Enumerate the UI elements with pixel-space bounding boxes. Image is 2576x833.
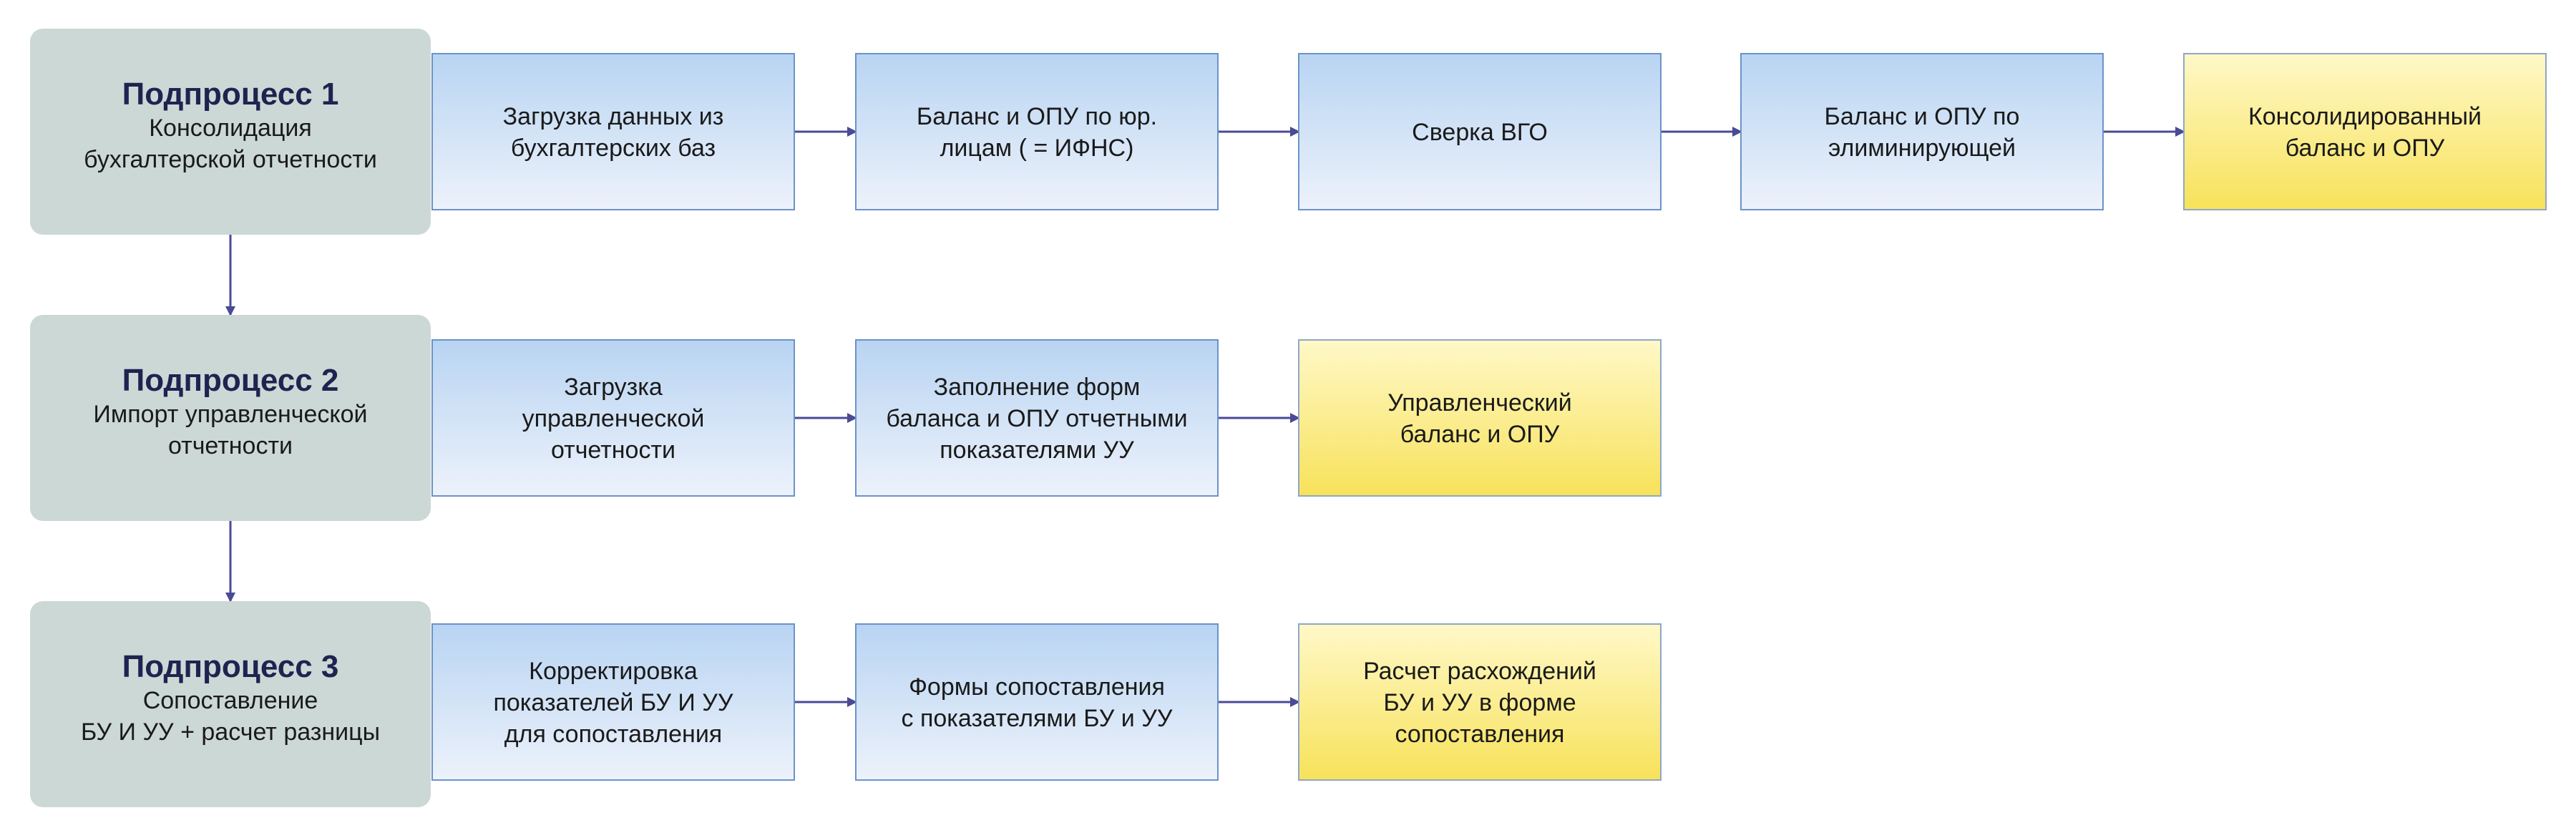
- step-label: Консолидированный: [2248, 103, 2482, 130]
- step-box-shape: [1298, 339, 1662, 497]
- step-box-shape: [431, 623, 795, 781]
- subprocess-3: Подпроцесс 3 Сопоставление БУ И УУ + расче…: [30, 601, 431, 807]
- step-box-shape: [431, 53, 795, 210]
- step-label: показателей БУ И УУ: [493, 689, 733, 716]
- step-label: лицам ( = ИФНС): [940, 135, 1134, 162]
- step-box-3-2: Формы сопоставления с показателями БУ и У…: [855, 623, 1219, 781]
- step-label: Заполнение форм: [934, 374, 1141, 401]
- step-label: отчетности: [551, 437, 675, 464]
- subprocess-description: бухгалтерской отчетности: [84, 146, 377, 173]
- step-label: БУ и УУ в форме: [1383, 689, 1576, 716]
- step-label: баланс и ОПУ: [1400, 421, 1560, 448]
- step-box-shape: [1298, 623, 1662, 781]
- subprocess-2: Подпроцесс 2 Импорт управленческой отчетно…: [30, 315, 431, 521]
- step-label: Управленческий: [1387, 389, 1572, 416]
- step-box-shape: [1298, 53, 1662, 210]
- step-label: с показателями БУ и УУ: [902, 705, 1173, 732]
- step-box-shape: [855, 623, 1219, 781]
- step-label: бухгалтерских баз: [511, 135, 716, 162]
- subprocess-description: Сопоставление: [143, 687, 318, 714]
- step-label: Формы сопоставления: [909, 673, 1165, 701]
- step-box-shape: [1740, 53, 2104, 210]
- subprocess-title: Подпроцесс 1: [122, 77, 339, 112]
- step-label: Загрузка данных из: [503, 103, 724, 130]
- step-box-3-1: Корректировка показателей БУ И УУ для сопо…: [431, 623, 795, 781]
- step-box-2-1: Загрузка управленческой отчетности: [431, 339, 795, 497]
- result-box-2-3: Управленческий баланс и ОПУ: [1298, 339, 1662, 497]
- subprocess-description: Консолидация: [149, 115, 312, 142]
- subprocess-box: [30, 315, 431, 521]
- step-box-shape: [431, 339, 795, 497]
- step-box-1-4: Баланс и ОПУ по элиминирующей: [1740, 53, 2104, 210]
- subprocess-1: Подпроцесс 1 Консолидация бухгалтерской от…: [30, 29, 431, 235]
- subprocess-box: [30, 601, 431, 807]
- step-label: элиминирующей: [1828, 135, 2016, 162]
- step-box-1-1: Загрузка данных из бухгалтерских баз: [431, 53, 795, 210]
- step-box-shape: [855, 339, 1219, 497]
- step-label: Баланс и ОПУ по юр.: [917, 103, 1157, 130]
- subprocess-title: Подпроцесс 3: [122, 649, 339, 684]
- step-label: баланс и ОПУ: [2285, 135, 2445, 162]
- subprocess-description: БУ И УУ + расчет разницы: [81, 718, 380, 746]
- step-box-1-3: Сверка ВГО: [1298, 53, 1662, 210]
- step-label: Баланс и ОПУ по: [1825, 103, 2020, 130]
- result-box-1-5: Консолидированный баланс и ОПУ: [2183, 53, 2547, 210]
- subprocess-description: Импорт управленческой: [93, 401, 367, 428]
- step-label: показателями УУ: [940, 437, 1134, 464]
- subprocess-title: Подпроцесс 2: [122, 363, 339, 398]
- step-box-shape: [855, 53, 1219, 210]
- step-label: Корректировка: [529, 658, 698, 685]
- subprocess-description: отчетности: [168, 432, 293, 459]
- step-label: баланса и ОПУ отчетными: [886, 405, 1187, 432]
- step-label: сопоставления: [1395, 721, 1565, 748]
- step-label: управленческой: [522, 405, 705, 432]
- step-box-2-2: Заполнение форм баланса и ОПУ отчетными по…: [855, 339, 1219, 497]
- result-box-3-3: Расчет расхождений БУ и УУ в форме сопоста…: [1298, 623, 1662, 781]
- step-label: Расчет расхождений: [1363, 658, 1596, 685]
- step-box-1-2: Баланс и ОПУ по юр. лицам ( = ИФНС): [855, 53, 1219, 210]
- step-label: Сверка ВГО: [1412, 119, 1548, 146]
- step-label: для сопоставления: [504, 721, 722, 748]
- step-label: Загрузка: [564, 374, 663, 401]
- step-box-shape: [2183, 53, 2547, 210]
- subprocess-box: [30, 29, 431, 235]
